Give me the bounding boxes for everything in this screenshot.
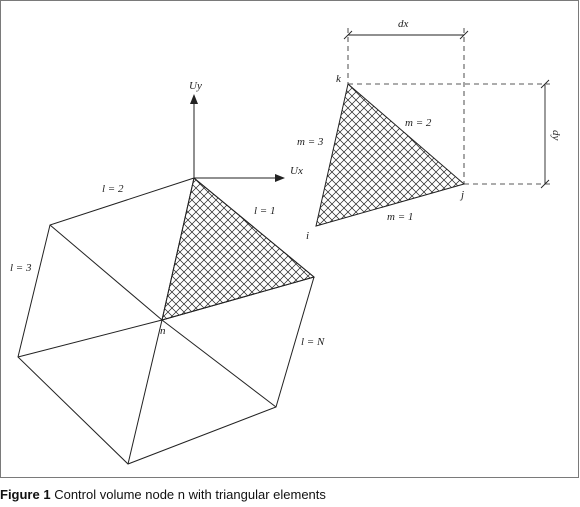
l3-label: l = 3 bbox=[10, 262, 32, 274]
caption-text: Control volume node n with triangular el… bbox=[54, 487, 326, 502]
dimension-guides bbox=[347, 28, 550, 185]
vertex-j-label: j bbox=[459, 189, 464, 201]
figure-caption: Figure 1 Control volume node n with tria… bbox=[0, 487, 326, 502]
uy-label: Uy bbox=[189, 80, 202, 92]
dy-dimension bbox=[540, 79, 550, 189]
hexagon-spokes bbox=[17, 177, 315, 465]
caption-number: Figure 1 bbox=[0, 487, 51, 502]
figure-frame bbox=[0, 0, 579, 478]
l1-label: l = 1 bbox=[254, 205, 275, 217]
m3-label: m = 3 bbox=[297, 136, 324, 148]
lN-label: l = N bbox=[301, 336, 325, 348]
node-n-label: n bbox=[160, 325, 166, 337]
m1-label: m = 1 bbox=[387, 211, 413, 223]
element-triangle bbox=[315, 83, 466, 227]
control-volume-diagram: Uy Ux l = 2 l = 1 l = 3 l = N n dx dy k … bbox=[10, 18, 562, 465]
dx-label: dx bbox=[398, 18, 409, 30]
dy-label: dy bbox=[550, 130, 562, 141]
m2-label: m = 2 bbox=[405, 117, 432, 129]
vertex-i-label: i bbox=[306, 230, 309, 242]
vertex-k-label: k bbox=[336, 73, 342, 85]
ux-label: Ux bbox=[290, 165, 303, 177]
l2-label: l = 2 bbox=[102, 183, 124, 195]
hexagon-outline bbox=[17, 177, 315, 465]
dx-dimension bbox=[343, 30, 469, 40]
